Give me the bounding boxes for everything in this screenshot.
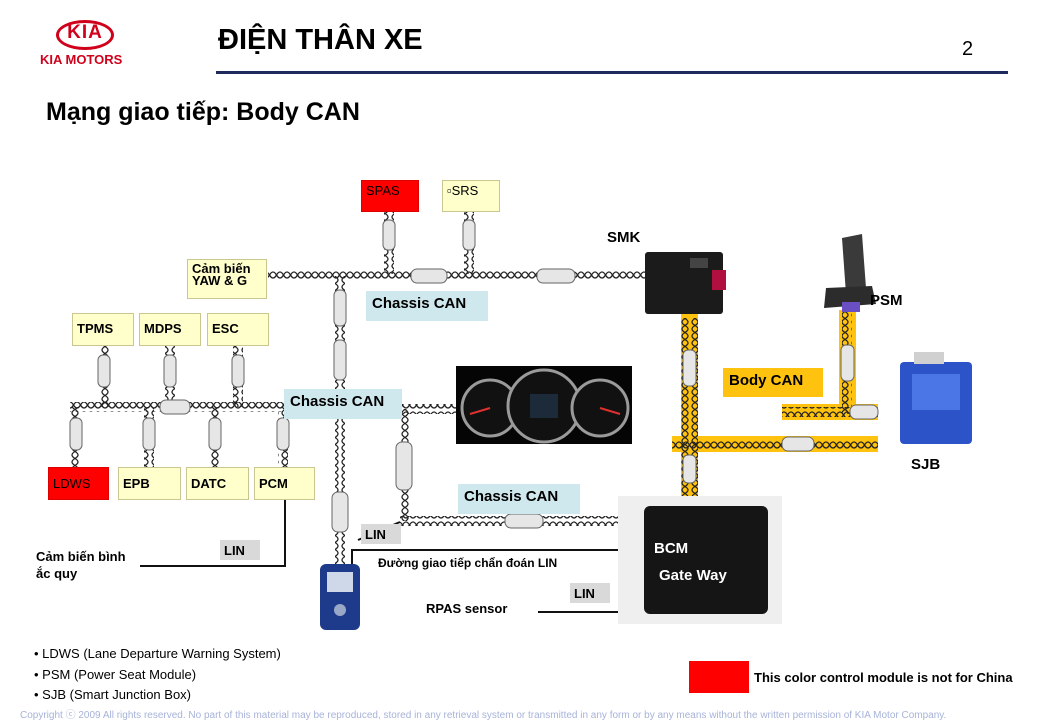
- diagnostic-lin-label: Đường giao tiếp chẩn đoán LIN: [378, 556, 558, 570]
- bcm-label: BCM: [654, 540, 689, 557]
- rpas-sensor-label: RPAS sensor: [426, 601, 508, 616]
- slide-subtitle: Mạng giao tiếp: Body CAN: [46, 98, 360, 126]
- not-for-china-note: This color control module is not for Chi…: [754, 670, 1013, 685]
- module-esc: ESC: [207, 313, 269, 346]
- lin-label-battery: LIN: [220, 540, 260, 560]
- module-ldws: LDWS: [48, 467, 109, 500]
- bcm-module: [618, 496, 782, 624]
- smk-module: [645, 252, 726, 314]
- page-number: 2: [962, 38, 974, 60]
- not-for-china-swatch: [689, 661, 749, 693]
- instrument-cluster: [456, 366, 632, 444]
- smk-label: SMK: [607, 229, 641, 246]
- page-title: ĐIỆN THÂN XE: [218, 24, 423, 56]
- power-seat-icon: [824, 234, 876, 312]
- kia-motors-text: KIA MOTORS: [40, 52, 123, 67]
- module-mdps: MDPS: [139, 313, 201, 346]
- lin-label-diagnostic: LIN: [361, 524, 401, 544]
- module-spas: SPAS: [361, 180, 419, 212]
- psm-label: PSM: [870, 292, 903, 309]
- srs-bullet-icon: ▫: [447, 183, 452, 198]
- copyright-footer: Copyright ⓒ 2009 All rights reserved. No…: [20, 710, 947, 721]
- legend-item: • PSM (Power Seat Module): [34, 667, 197, 682]
- chassis-can-label-middle: Chassis CAN: [284, 389, 402, 419]
- header-rule: [216, 71, 1008, 74]
- chassis-can-label-top: Chassis CAN: [366, 291, 488, 321]
- sjb-label: SJB: [911, 456, 941, 473]
- sjb-module: [900, 352, 972, 444]
- chassis-can-label-bottom: Chassis CAN: [458, 484, 580, 514]
- kia-logo-text: KIA: [67, 22, 103, 43]
- kia-logo-oval: [56, 20, 114, 50]
- diagnostic-tool-icon: [320, 564, 360, 630]
- module-tpms: TPMS: [72, 313, 134, 346]
- legend-item: • SJB (Smart Junction Box): [34, 687, 191, 702]
- gateway-label: Gate Way: [659, 567, 727, 584]
- lin-label-rpas: LIN: [570, 583, 610, 603]
- module-pcm: PCM: [254, 467, 315, 500]
- module-epb: EPB: [118, 467, 181, 500]
- body-can-trunk: [672, 310, 878, 498]
- body-can-label: Body CAN: [723, 368, 823, 397]
- module-datc: DATC: [186, 467, 249, 500]
- module-srs: ▫SRS: [442, 180, 500, 212]
- legend-item: • LDWS (Lane Departure Warning System): [34, 646, 281, 661]
- connector-sleeves: [69, 219, 879, 533]
